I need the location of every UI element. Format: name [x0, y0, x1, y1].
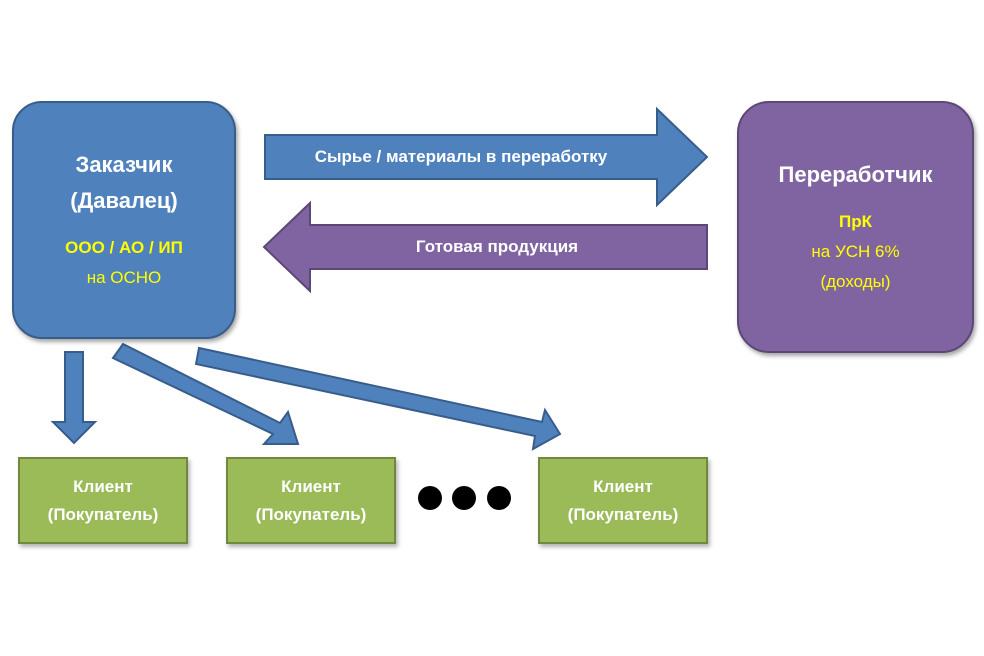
- processor-box: Переработчик ПрК на УСН 6% (доходы): [737, 101, 974, 353]
- arrow-to-client-3: [194, 346, 562, 451]
- arrow-label-finished-goods: Готовая продукция: [415, 237, 579, 256]
- client-role: (Покупатель): [567, 504, 679, 524]
- arrow-to-client-2: [111, 342, 300, 445]
- processor-form: ПрК: [839, 212, 872, 231]
- client-label: Клиент: [73, 476, 133, 496]
- arrow-to-processor: [264, 106, 709, 208]
- ellipsis-dot: [418, 486, 442, 510]
- processor-tax-basis: (доходы): [820, 272, 891, 291]
- customer-legal-forms: ООО / АО / ИП: [65, 238, 183, 257]
- ellipsis-dot: [452, 486, 476, 510]
- client-box: Клиент (Покупатель): [226, 457, 396, 544]
- arrow-to-customer: [262, 200, 708, 294]
- client-box: Клиент (Покупатель): [18, 457, 188, 544]
- client-role: (Покупатель): [47, 504, 159, 524]
- customer-subtitle: (Давалец): [70, 188, 178, 213]
- client-label: Клиент: [593, 476, 653, 496]
- ellipsis-dot: [487, 486, 511, 510]
- processor-title: Переработчик: [778, 162, 933, 187]
- arrow-label-raw-materials: Сырье / материалы в переработку: [314, 147, 608, 166]
- customer-title: Заказчик: [75, 152, 173, 177]
- customer-box: Заказчик (Давалец) ООО / АО / ИП на ОСНО: [12, 101, 236, 339]
- client-box: Клиент (Покупатель): [538, 457, 708, 544]
- client-label: Клиент: [281, 476, 341, 496]
- customer-tax-regime: на ОСНО: [86, 268, 162, 287]
- arrow-to-client-1: [50, 351, 98, 445]
- client-role: (Покупатель): [255, 504, 367, 524]
- processor-tax-regime: на УСН 6%: [811, 242, 900, 261]
